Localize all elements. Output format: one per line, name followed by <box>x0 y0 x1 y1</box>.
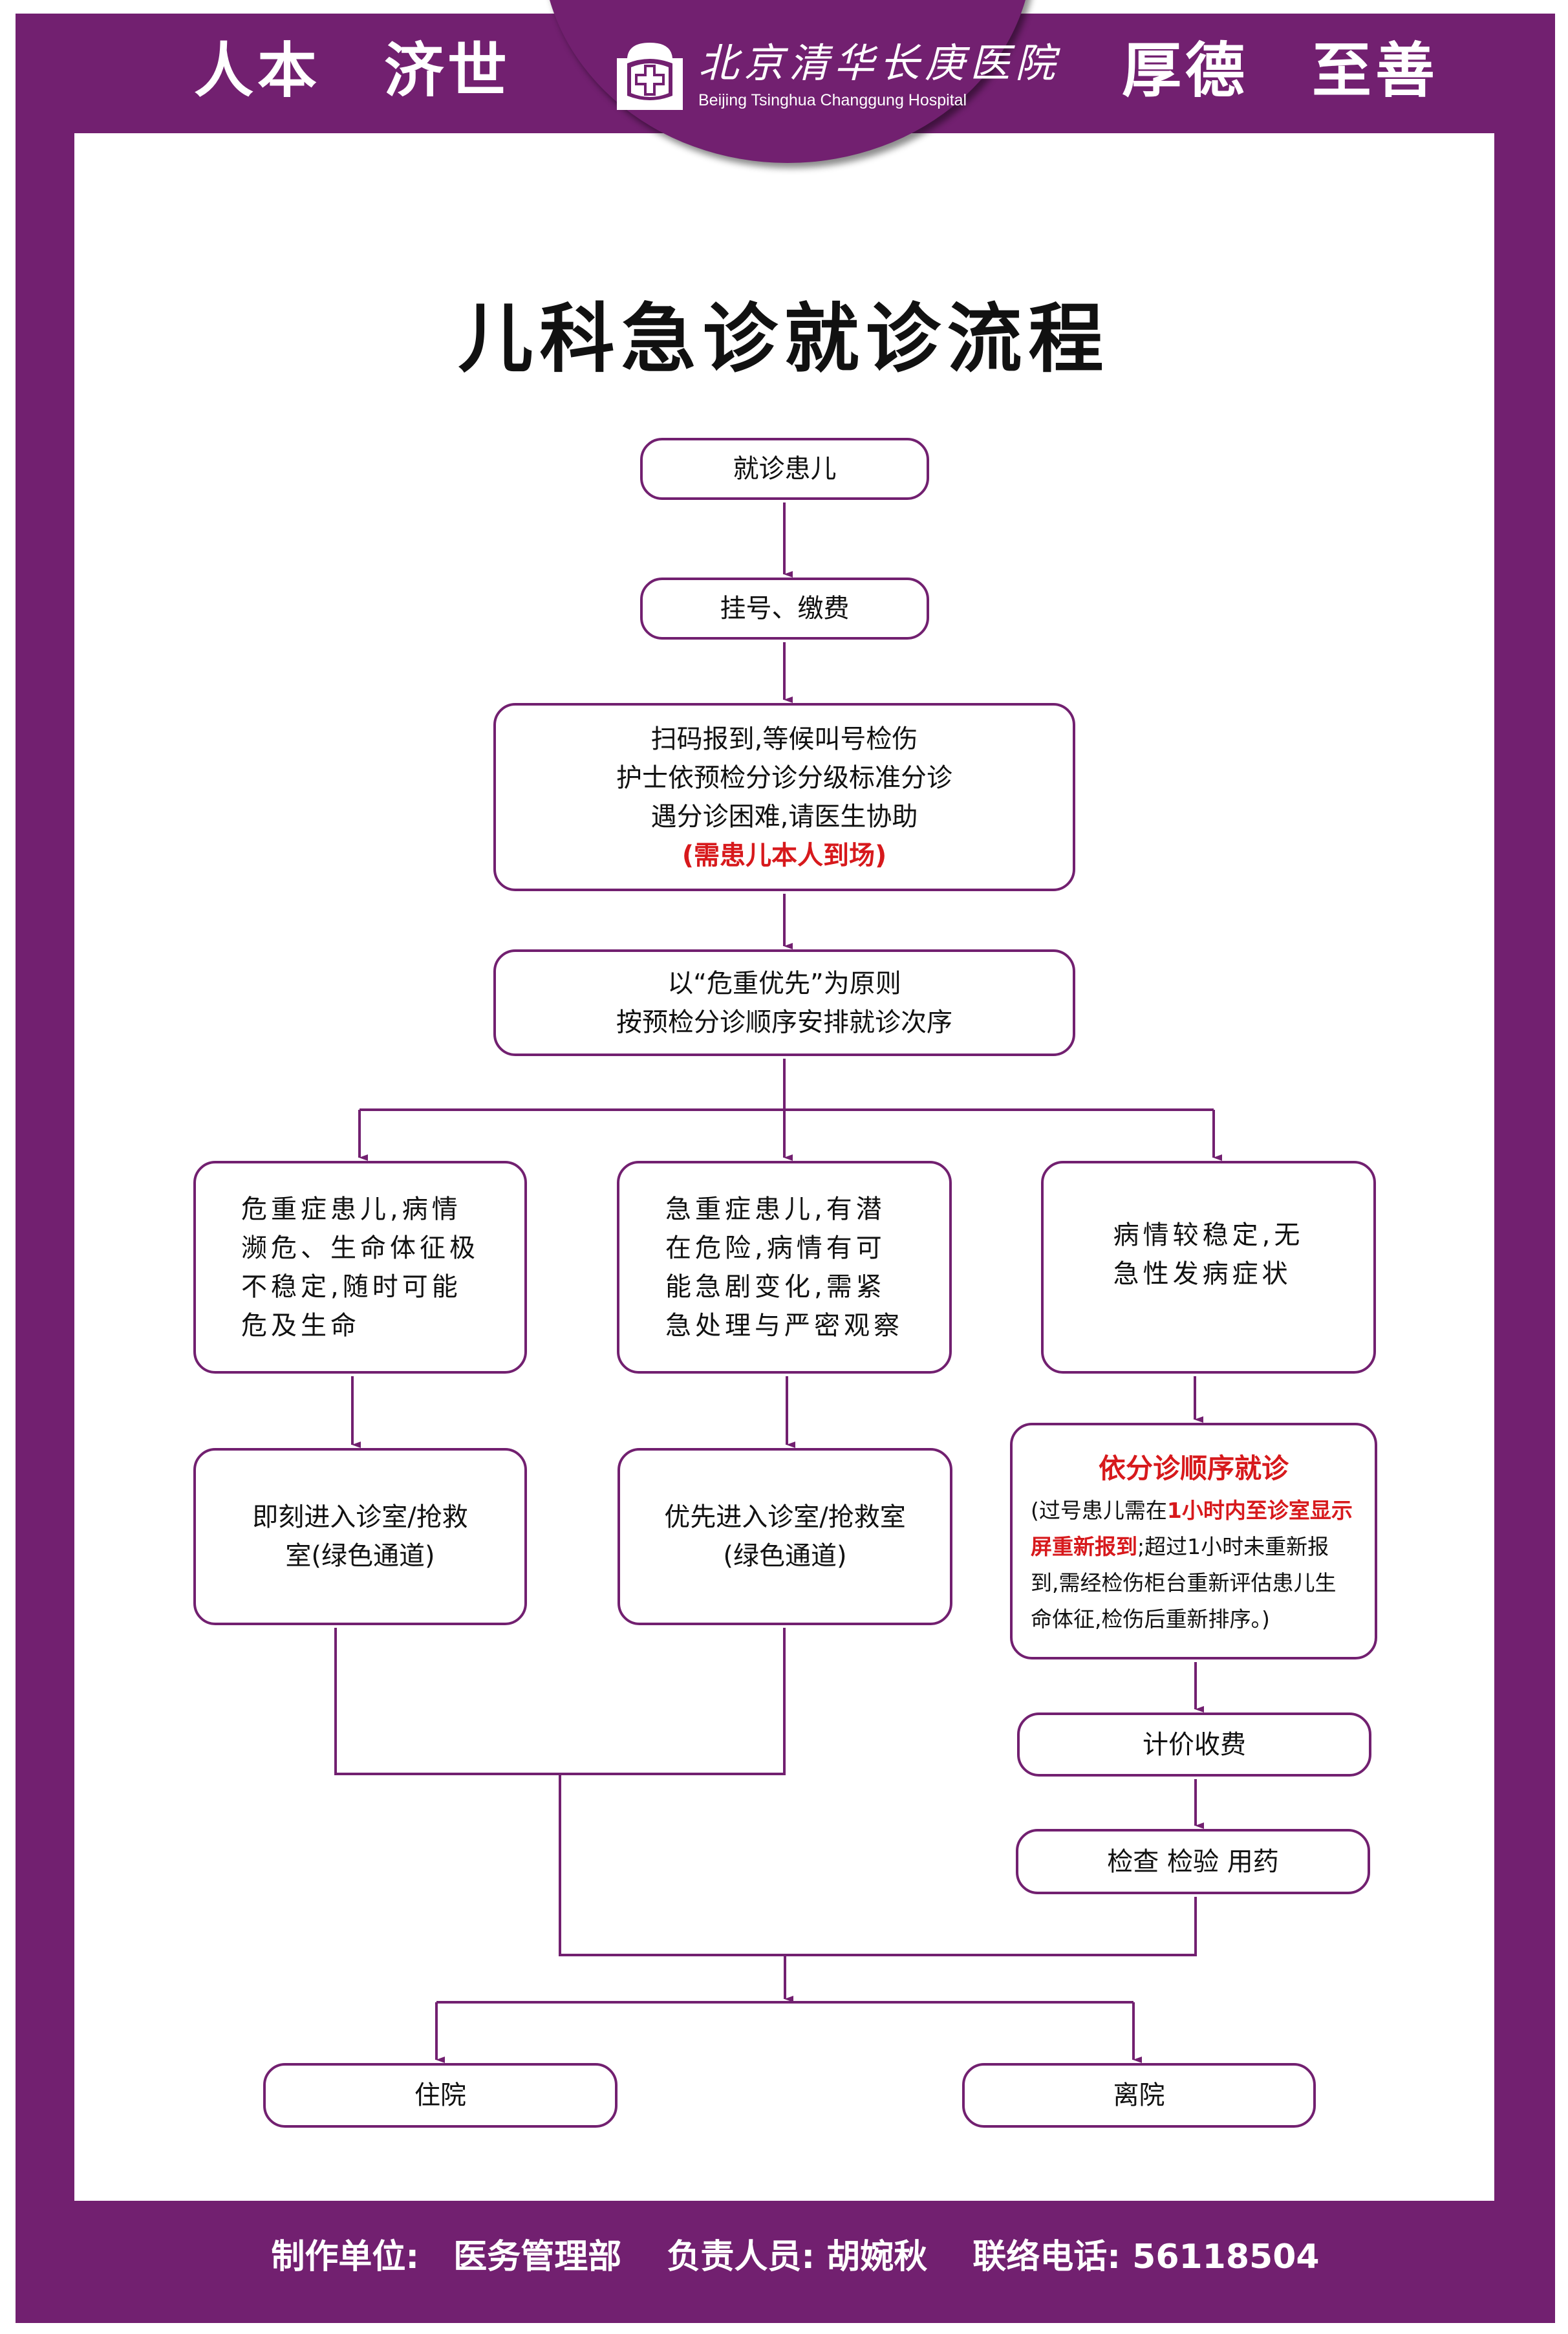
condition-urgent-line-4: 急处理与严密观察 <box>665 1310 903 1341</box>
condition-urgent-line-2: 在危险,病情有可 <box>665 1233 886 1263</box>
logo-name-en: Beijing Tsinghua Changgung Hospital <box>698 91 967 109</box>
step-priority-principle: 以“危重优先”为原则 按预检分诊顺序安排就诊次序 <box>493 949 1075 1056</box>
step-arrive-patient-label: 就诊患儿 <box>733 454 837 484</box>
action-queue-order: 依分诊顺序就诊 (过号患儿需在1小时内至诊室显示屏重新报到;超过1小时未重新报到… <box>1010 1423 1377 1659</box>
action-immediate-line-2: 室(绿色通道) <box>285 1541 435 1571</box>
action-priority-line-1: 优先进入诊室/抢救室 <box>664 1502 906 1532</box>
queue-note-part1: (过号患儿需在 <box>1031 1498 1167 1523</box>
footer-phone-label: 联络电话: <box>972 2238 1121 2276</box>
principle-line-1: 以“危重优先”为原则 <box>667 968 901 999</box>
footer-unit-label: 制作单位: <box>271 2238 420 2276</box>
triage-line-3: 遇分诊困难,请医生协助 <box>650 801 918 832</box>
action-priority-line-2: (绿色通道) <box>723 1541 847 1571</box>
footer-unit-value: 医务管理部 <box>453 2238 622 2276</box>
motto-left: 人本 济世 <box>194 36 511 105</box>
condition-critical-line-1: 危重症患儿,病情 <box>241 1194 462 1224</box>
action-immediate-rescue: 即刻进入诊室/抢救 室(绿色通道) <box>193 1448 527 1625</box>
footer-person-label: 负责人员: <box>667 2238 815 2276</box>
action-queue-title: 依分诊顺序就诊 <box>1098 1453 1289 1484</box>
outcome-admission-label: 住院 <box>414 2080 466 2110</box>
footer-phone-value: 56118504 <box>1132 2238 1320 2276</box>
footer-unit: 制作单位: 医务管理部 <box>248 2238 621 2276</box>
queue-note-part3: ;超过1小时未重新报到,需经检伤柜台重新评估患儿生命体征,检伤后重新排序。) <box>1031 1534 1337 1632</box>
outcome-discharge: 离院 <box>962 2063 1316 2128</box>
outcome-admission: 住院 <box>263 2063 618 2128</box>
step-triage: 扫码报到,等候叫号检伤 护士依预检分诊分级标准分诊 遇分诊困难,请医生协助 (需… <box>493 703 1075 891</box>
motto-right: 厚德 至善 <box>1122 36 1439 105</box>
step-registration-label: 挂号、缴费 <box>720 594 850 623</box>
triage-note: (需患儿本人到场) <box>682 840 887 870</box>
condition-stable-line-1: 病情较稳定,无 <box>1113 1220 1304 1250</box>
triage-line-1: 扫码报到,等候叫号检伤 <box>650 724 918 754</box>
action-priority-rescue: 优先进入诊室/抢救室 (绿色通道) <box>618 1448 952 1625</box>
action-queue-note: (过号患儿需在1小时内至诊室显示屏重新报到;超过1小时未重新报到,需经检伤柜台重… <box>1031 1493 1357 1637</box>
condition-urgent-line-3: 能急剧变化,需紧 <box>665 1271 886 1302</box>
footer-phone: 联络电话: 56118504 <box>972 2238 1319 2276</box>
condition-stable-line-2: 急性发病症状 <box>1113 1259 1292 1289</box>
condition-critical-line-2: 濒危、生命体征极 <box>241 1233 479 1263</box>
condition-stable: 病情较稳定,无 急性发病症状 <box>1041 1161 1376 1374</box>
principle-line-2: 按预检分诊顺序安排就诊次序 <box>616 1007 952 1037</box>
step-billing: 计价收费 <box>1017 1713 1371 1777</box>
page-title: 儿科急诊就诊流程 <box>458 296 1110 383</box>
action-immediate-line-1: 即刻进入诊室/抢救 <box>252 1502 468 1532</box>
outcome-discharge-label: 离院 <box>1113 2080 1165 2110</box>
condition-critical: 危重症患儿,病情 濒危、生命体征极 不稳定,随时可能 危及生命 <box>193 1161 527 1374</box>
condition-urgent: 急重症患儿,有潜 在危险,病情有可 能急剧变化,需紧 急处理与严密观察 <box>617 1161 952 1374</box>
step-exam-medication: 检查 检验 用药 <box>1016 1829 1370 1894</box>
footer-credits: 制作单位: 医务管理部 负责人员: 胡婉秋 联络电话: 56118504 <box>0 2231 1568 2283</box>
step-arrive-patient: 就诊患儿 <box>640 438 929 500</box>
step-registration: 挂号、缴费 <box>640 578 929 640</box>
triage-line-2: 护士依预检分诊分级标准分诊 <box>616 762 952 793</box>
condition-critical-line-3: 不稳定,随时可能 <box>241 1271 462 1302</box>
condition-critical-line-4: 危及生命 <box>241 1310 360 1341</box>
footer-person: 负责人员: 胡婉秋 <box>667 2238 927 2276</box>
merge-left-mid <box>334 1628 786 1775</box>
step-billing-label: 计价收费 <box>1143 1729 1246 1760</box>
footer-person-value: 胡婉秋 <box>826 2238 928 2276</box>
hospital-cross-icon <box>617 43 683 110</box>
condition-urgent-line-1: 急重症患儿,有潜 <box>665 1194 886 1224</box>
step-exam-label: 检查 检验 用药 <box>1107 1846 1279 1877</box>
logo-name-cn: 北京清华长庚医院 <box>698 39 1061 87</box>
merge-all <box>559 1774 1197 1956</box>
queue-note-highlight: 1小时内至诊室显示屏重新报到 <box>1031 1498 1353 1559</box>
